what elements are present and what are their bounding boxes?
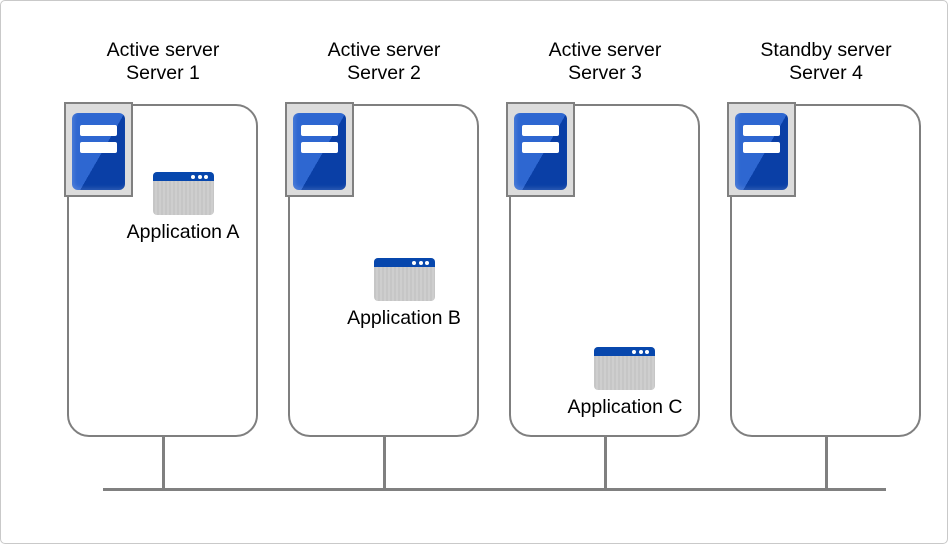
application-titlebar [153,172,214,181]
network-bus-line [103,488,886,491]
tower-slot [80,142,117,153]
server-role-label: Active server [548,39,662,61]
application-titlebar [594,347,655,356]
tower-slot [522,125,559,136]
server-tower-icon [727,102,796,197]
server-name-label: Server 4 [789,62,863,84]
application-window-icon [594,347,655,390]
server-tower-icon [64,102,133,197]
server-header: Active server Server 3 [509,39,701,85]
server-name-label: Server 1 [126,62,200,84]
application-label: Application A [126,221,240,243]
application-label: Application C [567,396,683,418]
server-role-label: Active server [106,39,220,61]
tower-slot [743,142,780,153]
window-dots-icon [412,260,429,265]
window-dots-icon [191,174,208,179]
connector-line [604,435,607,489]
server-name-label: Server 2 [347,62,421,84]
connector-line [825,435,828,489]
tower-body [514,113,567,190]
application-window-icon [374,258,435,301]
application-label: Application B [347,307,461,329]
tower-slot [522,142,559,153]
tower-slot [301,142,338,153]
server-tower-icon [506,102,575,197]
server-role-label: Standby server [760,39,892,61]
tower-body [293,113,346,190]
connector-line [162,435,165,489]
connector-line [383,435,386,489]
application-titlebar [374,258,435,267]
tower-body [735,113,788,190]
server-tower-icon [285,102,354,197]
tower-slot [301,125,338,136]
server-header: Active server Server 1 [67,39,259,85]
server-name-label: Server 3 [568,62,642,84]
tower-slot [743,125,780,136]
server-role-label: Active server [327,39,441,61]
tower-body [72,113,125,190]
server-header: Active server Server 2 [288,39,480,85]
tower-slot [80,125,117,136]
server-header: Standby server Server 4 [730,39,922,85]
application-window-icon [153,172,214,215]
window-dots-icon [632,349,649,354]
